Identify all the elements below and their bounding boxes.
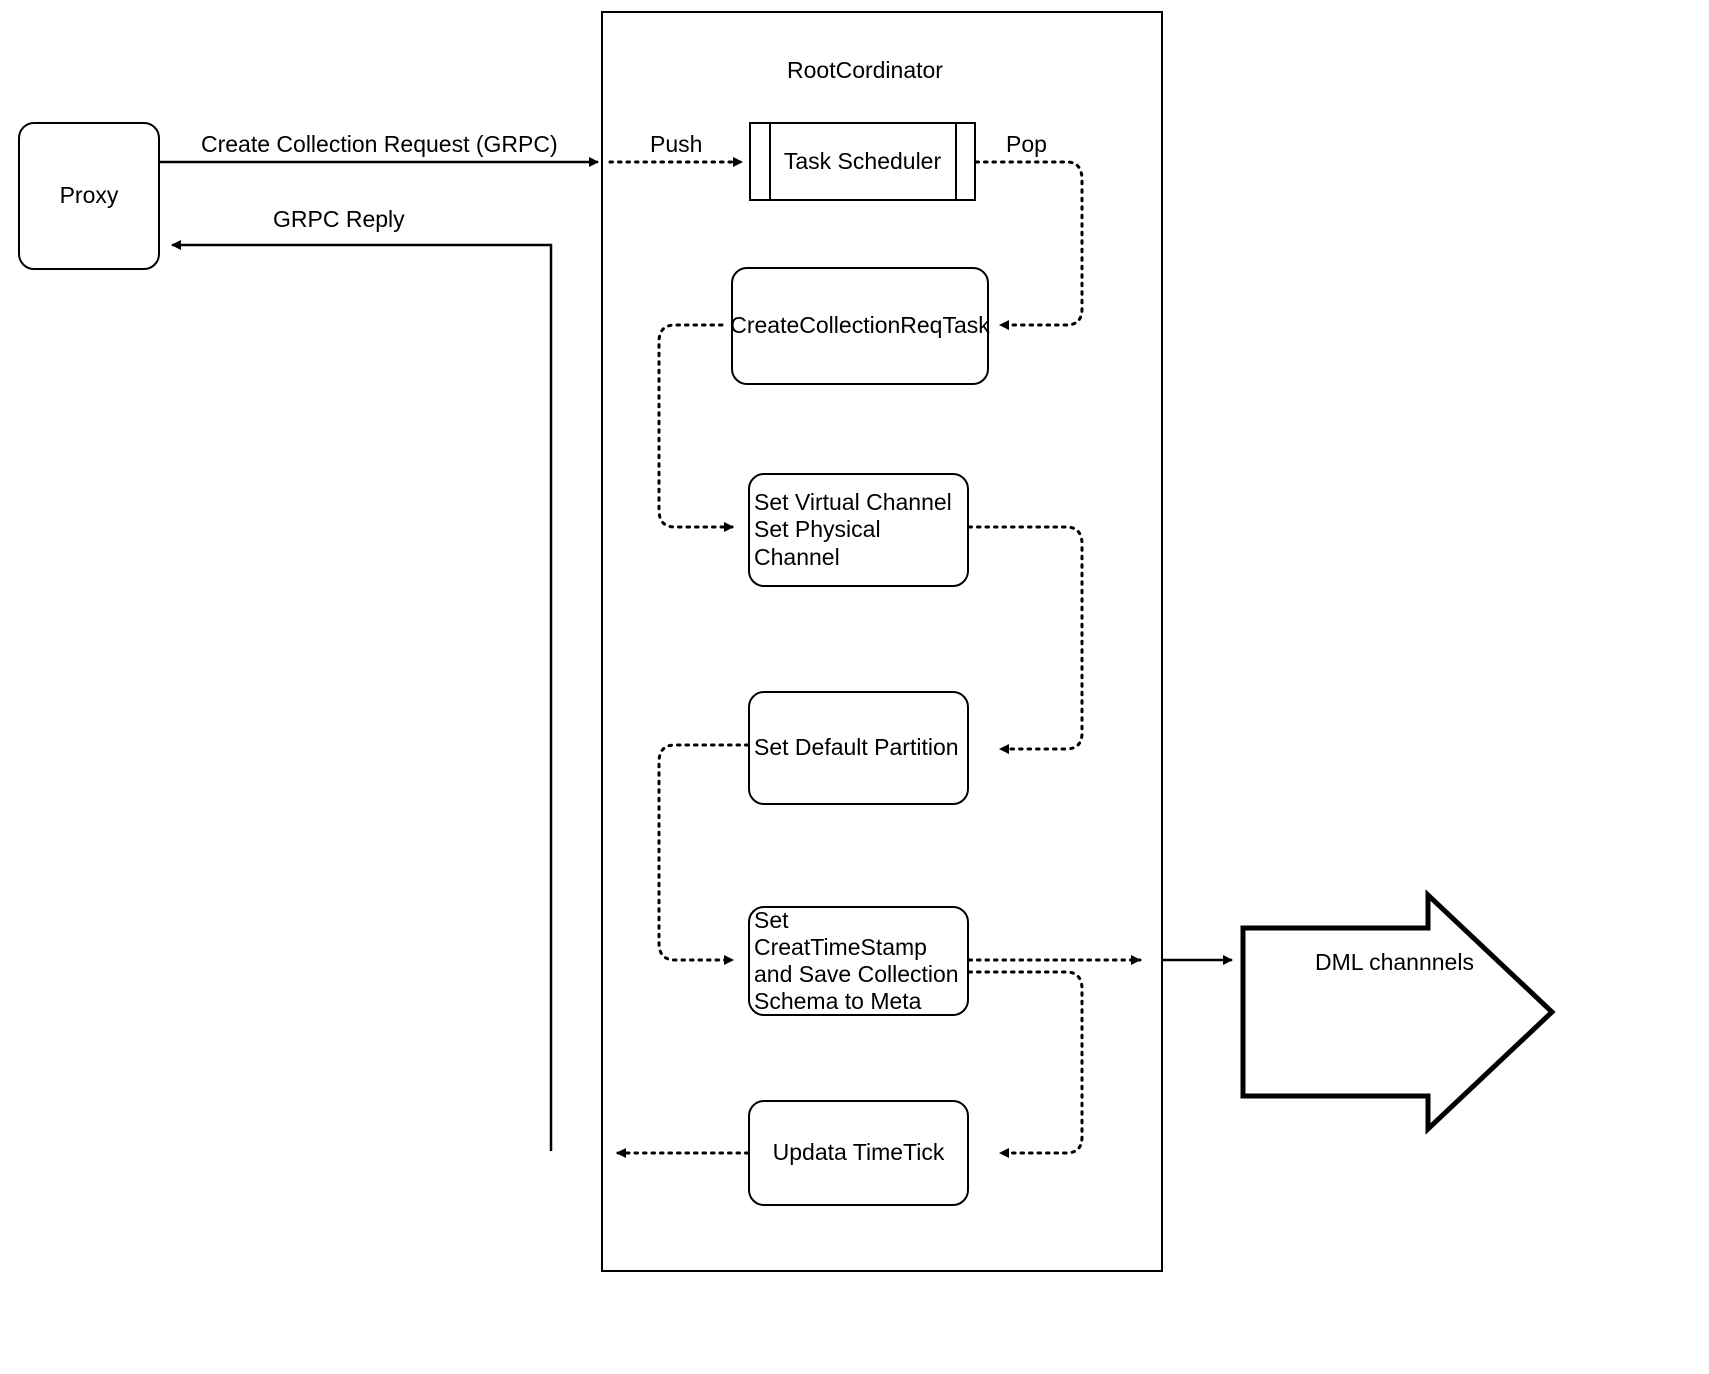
create-collection-req-task-node[interactable]: CreateCollectionReqTask <box>730 267 990 385</box>
dml-channels-block-arrow <box>1240 889 1556 1135</box>
edge-default-partition-to-timestamp <box>657 743 750 965</box>
task-scheduler-left-bar <box>769 122 771 201</box>
set-default-partition-node-label: Set Default Partition <box>754 734 959 761</box>
task-scheduler-node-label: Task Scheduler <box>783 147 942 174</box>
set-channels-node[interactable]: Set Virtual Channel Set Physical Channel <box>748 473 969 587</box>
edge-task-to-set-channels <box>657 323 735 532</box>
task-scheduler-node[interactable]: Task Scheduler <box>749 122 976 201</box>
rootcordinator-container <box>601 11 1163 1272</box>
dml-channels-label: DML channnels <box>1315 949 1474 975</box>
update-timetick-node-label: Updata TimeTick <box>772 1139 945 1166</box>
edge-pop <box>974 160 1084 330</box>
update-timetick-node[interactable]: Updata TimeTick <box>748 1100 969 1206</box>
proxy-node-label: Proxy <box>59 182 119 209</box>
set-channels-node-label: Set Virtual Channel Set Physical Channel <box>754 489 952 570</box>
edge-label-grpc-reply: GRPC Reply <box>273 206 405 232</box>
rootcordinator-title: RootCordinator <box>787 57 943 83</box>
edge-label-push: Push <box>650 131 703 157</box>
edge-label-pop: Pop <box>1006 131 1047 157</box>
edge-timestamp-to-timetick <box>967 970 1084 1158</box>
edge-set-channels-to-default-partition <box>967 525 1084 754</box>
create-collection-req-task-node-label: CreateCollectionReqTask <box>730 312 990 339</box>
edge-grpc-reply <box>171 240 553 1151</box>
set-timestamp-node[interactable]: Set CreatTimeStamp and Save Collection S… <box>748 906 969 1016</box>
proxy-node[interactable]: Proxy <box>18 122 160 270</box>
task-scheduler-right-bar <box>955 122 957 201</box>
set-default-partition-node[interactable]: Set Default Partition <box>748 691 969 805</box>
edge-label-create-collection-request: Create Collection Request (GRPC) <box>201 131 558 157</box>
set-timestamp-node-label: Set CreatTimeStamp and Save Collection S… <box>754 906 959 1015</box>
